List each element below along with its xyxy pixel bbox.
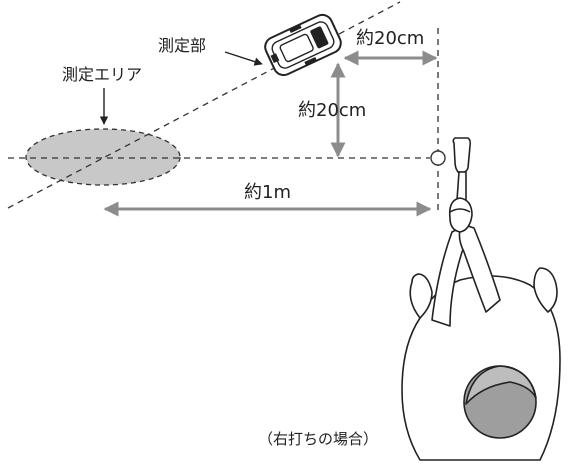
distance-label-bottom: 約1m (244, 182, 291, 203)
golfer-figure (401, 137, 561, 461)
right-handed-note: （右打ちの場合） (258, 430, 378, 448)
sensor-label: 測定部 (158, 36, 206, 55)
distance-label-vertical: 約20cm (298, 100, 366, 121)
sensor-label-pointer (224, 51, 263, 66)
measurement-area (25, 128, 181, 186)
diagonal-guide-line (7, 1, 401, 209)
distance-label-top: 約20cm (356, 28, 424, 49)
ball (430, 150, 446, 166)
sensor-device (264, 13, 342, 77)
area-label: 測定エリア (62, 65, 142, 84)
